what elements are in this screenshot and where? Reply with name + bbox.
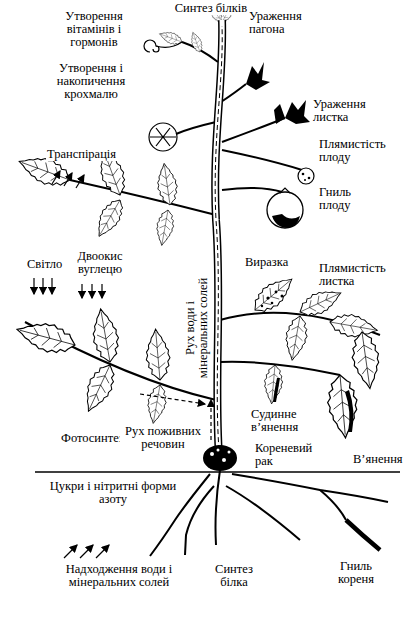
plant-label: Виразка bbox=[244, 256, 289, 269]
plant-label: Кореневий рак bbox=[254, 442, 320, 468]
plant-label: Утворення і накопичення крохмалю bbox=[48, 62, 134, 101]
leaves bbox=[13, 1, 383, 439]
plant-label: Плямистість листка bbox=[318, 262, 404, 288]
roots bbox=[150, 470, 388, 556]
plant-label: Гниль плоду bbox=[318, 186, 372, 212]
plant-label: Цукри і нітритні форми азоту bbox=[48, 480, 178, 506]
plant-label: Світло bbox=[26, 258, 63, 271]
fruits bbox=[267, 168, 314, 228]
round-leaf bbox=[144, 40, 182, 151]
plant-label: Транспірація bbox=[46, 148, 117, 161]
plant-label: Двоокис вуглецю bbox=[62, 250, 138, 276]
ground-line bbox=[35, 472, 400, 473]
plant-label: Утворення вітамінів і гормонів bbox=[52, 10, 136, 49]
plant-label: Фотосинтез bbox=[60, 432, 125, 445]
root-gall bbox=[203, 445, 237, 471]
stem bbox=[215, 20, 222, 456]
plant-label: В’янення bbox=[352, 453, 404, 466]
plant-label: Синтез білка bbox=[206, 563, 262, 589]
plant-label: Судинне в’янення bbox=[250, 408, 314, 434]
root-rot bbox=[346, 520, 380, 550]
plant-label: Надходження води і мінеральних солей bbox=[50, 563, 188, 589]
plant-label: Гниль кореня bbox=[324, 560, 388, 586]
plant-label: Рух води і мінеральних солей bbox=[184, 271, 210, 385]
plant-label: Плямистість плоду bbox=[318, 138, 404, 164]
plant-label: Рух поживних речовин bbox=[120, 425, 206, 451]
diseased-shoot bbox=[246, 62, 310, 124]
plant-label: Ураження пагона bbox=[248, 10, 320, 36]
plant-label: Ураження листка bbox=[312, 98, 388, 124]
process-arrows bbox=[34, 171, 211, 558]
petioles bbox=[25, 42, 380, 400]
